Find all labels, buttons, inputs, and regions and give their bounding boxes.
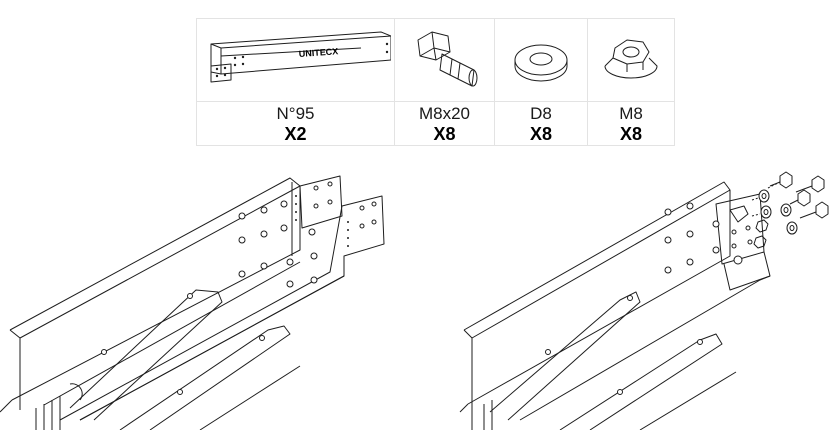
washer-icon [495, 19, 587, 102]
rail-profile-icon: UNITECX [197, 19, 394, 102]
part-cell-washer: D8 X8 [495, 19, 588, 145]
part-qty: X2 [284, 124, 307, 144]
parts-table: UNITECX N°95 X2 M8x20 X8 [196, 18, 675, 146]
right-assembly-drawing [459, 171, 829, 430]
part-qty: X8 [529, 124, 553, 144]
part-cell-bolt: M8x20 X8 [395, 19, 495, 145]
part-qty: X8 [433, 124, 456, 144]
flange-nut-icon [588, 19, 674, 102]
part-cell-rail: UNITECX N°95 X2 [197, 19, 395, 145]
part-ref: M8x20 [418, 104, 471, 123]
bolt-icon [395, 19, 494, 102]
part-ref: N°95 [276, 104, 315, 123]
brand-logo: UNITECX [298, 46, 338, 59]
left-assembly-drawing [0, 175, 385, 430]
part-cell-nut: M8 X8 [588, 19, 674, 145]
part-ref: M8 [619, 104, 643, 123]
part-qty: X8 [619, 124, 643, 144]
part-ref: D8 [530, 104, 552, 123]
